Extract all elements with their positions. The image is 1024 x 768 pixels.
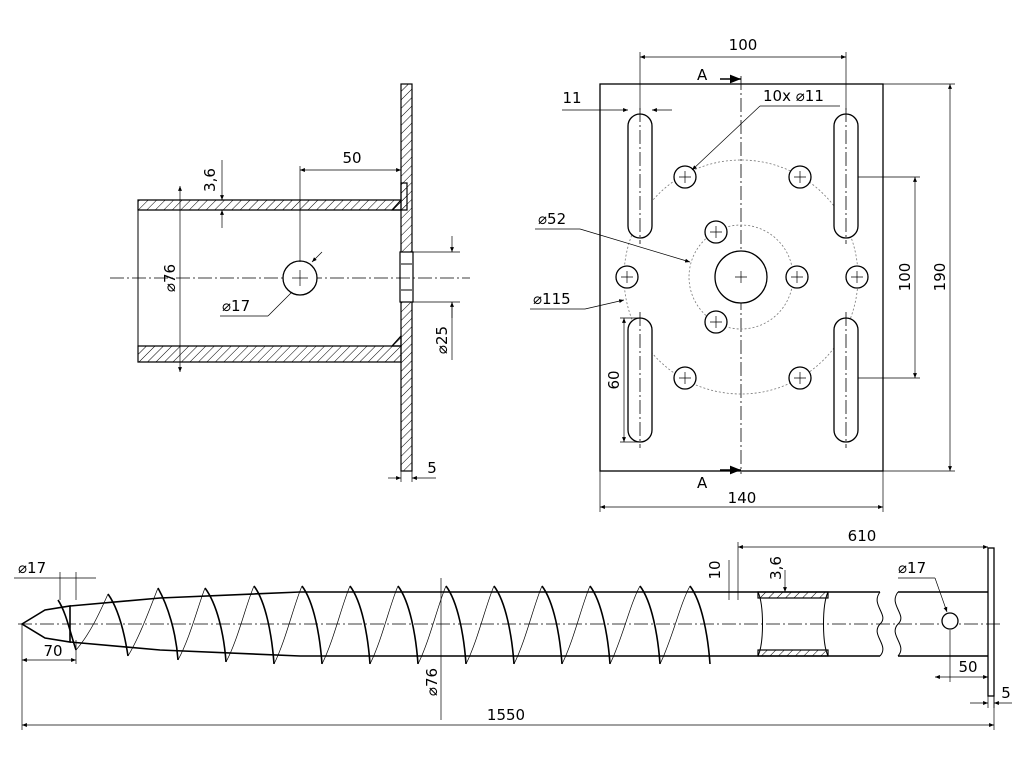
side-tube-top-wall — [137, 182, 408, 211]
pile-wall-section-top — [757, 591, 829, 599]
dim-pile-tube-dia: ⌀76 — [423, 668, 441, 696]
dim-vertical-spacing: 100 — [896, 263, 914, 292]
dim-pile-top-length: 610 — [848, 527, 877, 545]
dim-side-tube-dia: ⌀76 — [161, 264, 179, 292]
screw-pile-view: ⌀17 70 ⌀76 10 3,6 610 ⌀17 50 5 — [14, 527, 1012, 730]
section-label-top: A — [697, 66, 708, 84]
dim-pile-tip-length: 70 — [43, 642, 62, 660]
dim-side-bore-dia: ⌀25 — [433, 326, 451, 354]
dim-plate-width: 140 — [728, 489, 757, 507]
pile-hole — [941, 612, 959, 630]
dim-pile-hole-offset: 50 — [958, 658, 977, 676]
dim-pile-wall: 3,6 — [767, 556, 785, 580]
pile-wall-section-bottom — [757, 649, 829, 657]
dim-side-wall: 3,6 — [201, 168, 219, 192]
section-label-bottom: A — [697, 474, 708, 492]
dim-pile-hole-dia: ⌀17 — [898, 559, 926, 577]
side-tube-bottom-wall — [137, 345, 402, 363]
dim-pile-tip-dia: ⌀17 — [18, 559, 46, 577]
dim-side-plate-thk: 5 — [427, 459, 437, 477]
dim-top-hole-spacing: 100 — [729, 36, 758, 54]
dim-center-hole: ⌀52 — [538, 210, 566, 228]
bolt-holes — [615, 165, 869, 390]
helix-flights — [57, 585, 711, 665]
plate-top-view: A A 100 11 10x ⌀11 ⌀52 ⌀115 100 190 — [530, 36, 955, 512]
dim-slot-length: 60 — [605, 370, 623, 389]
dim-pile-thread-pitch: 10 — [706, 560, 724, 579]
dim-bolt-circle: ⌀115 — [533, 290, 571, 308]
pile-end-plate — [987, 547, 995, 697]
side-section-view: 3,6 50 ⌀76 ⌀17 ⌀25 5 — [110, 83, 470, 482]
dim-side-hole-offset: 50 — [342, 149, 361, 167]
dim-plate-height: 190 — [931, 263, 949, 292]
side-plate-bore — [399, 251, 414, 303]
dim-pile-total-length: 1550 — [487, 706, 525, 724]
dim-pile-plate-thk: 5 — [1001, 684, 1011, 702]
pile-body-top — [69, 591, 880, 607]
dim-slot-width: 11 — [562, 89, 581, 107]
dim-side-hole-dia: ⌀17 — [222, 297, 250, 315]
dim-hole-count: 10x ⌀11 — [763, 87, 824, 105]
